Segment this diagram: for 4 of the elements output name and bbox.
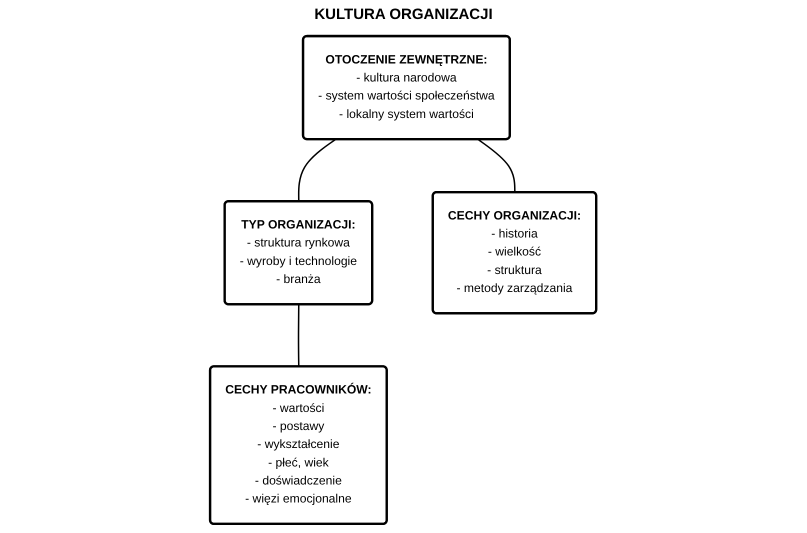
center-label: KULTURA ORGANIZACJI	[314, 6, 493, 23]
connector	[298, 304, 300, 367]
connector	[298, 138, 336, 202]
connector	[478, 138, 516, 193]
